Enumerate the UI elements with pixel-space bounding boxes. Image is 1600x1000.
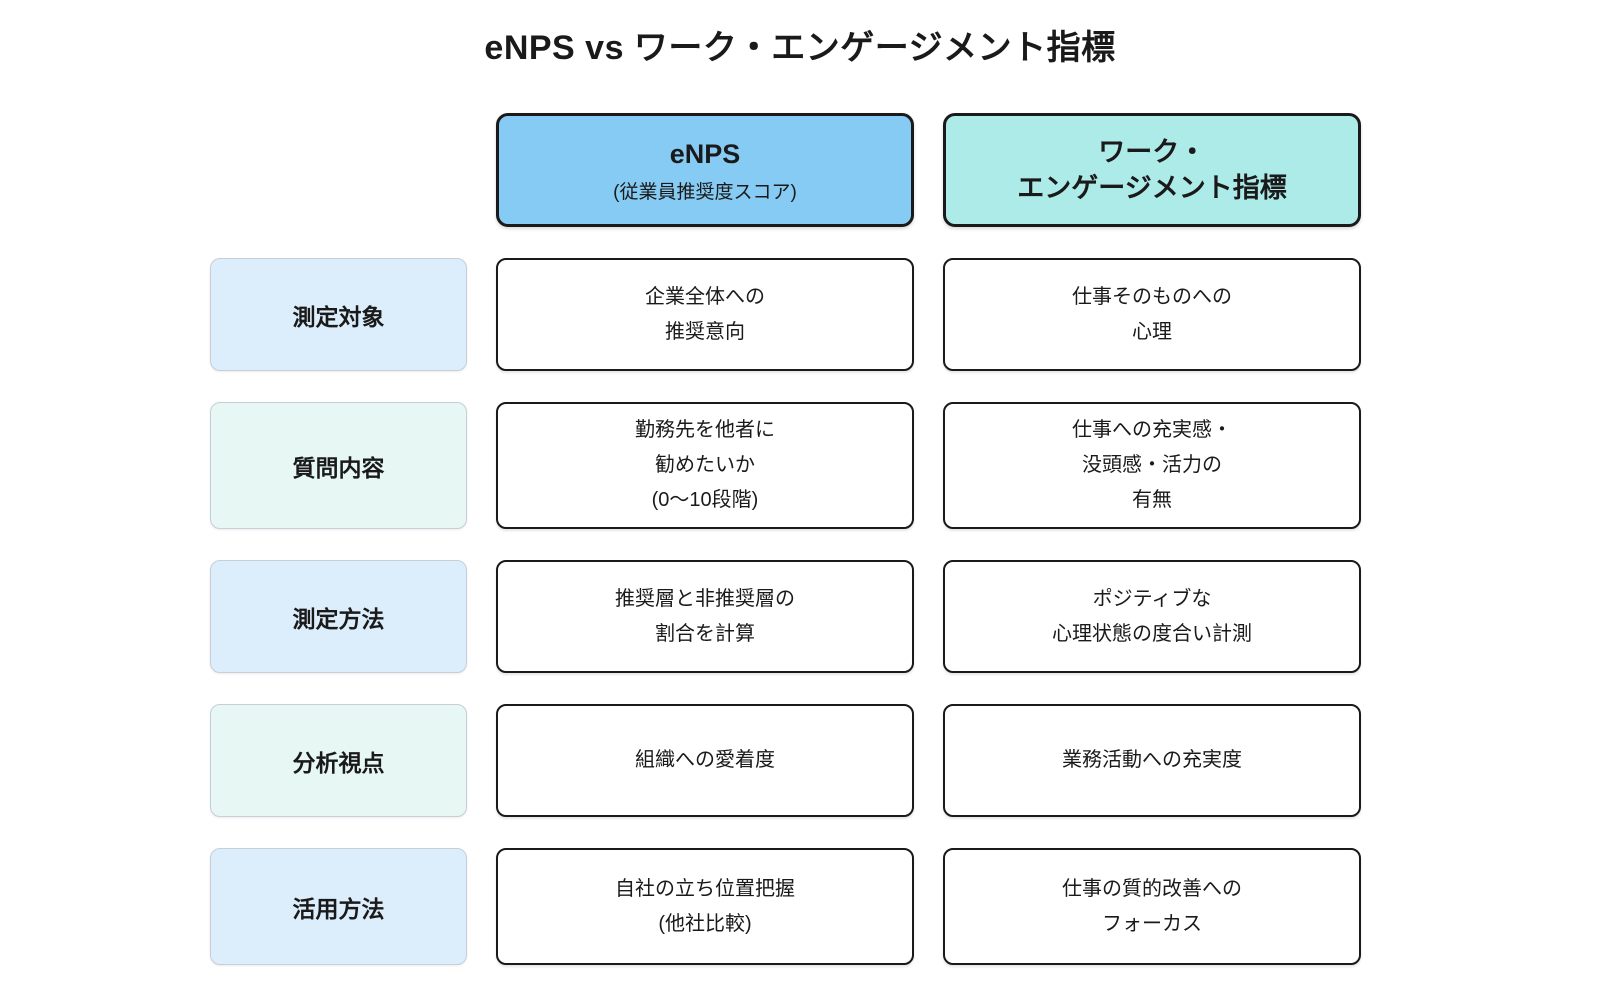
cell-measurement-target-enps: 企業全体への 推奨意向 — [496, 258, 914, 371]
row-label-utilization-method: 活用方法 — [210, 848, 467, 965]
cell-question-content-enps: 勤務先を他者に 勧めたいか (0〜10段階) — [496, 402, 914, 529]
row-label-measurement-method: 測定方法 — [210, 560, 467, 673]
row-label-question-content: 質問内容 — [210, 402, 467, 529]
column-header-enps: eNPS (従業員推奨度スコア) — [496, 113, 914, 227]
cell-measurement-method-work-engagement: ポジティブな 心理状態の度合い計測 — [943, 560, 1361, 673]
column-header-enps-title: eNPS — [669, 139, 741, 170]
row-label-measurement-target: 測定対象 — [210, 258, 467, 371]
cell-question-content-work-engagement: 仕事への充実感・ 没頭感・活力の 有無 — [943, 402, 1361, 529]
cell-measurement-target-work-engagement: 仕事そのものへの 心理 — [943, 258, 1361, 371]
column-header-work-engagement-title: ワーク・ エンゲージメント指標 — [1017, 136, 1287, 203]
cell-analysis-perspective-enps: 組織への愛着度 — [496, 704, 914, 817]
cell-measurement-method-enps: 推奨層と非推奨層の 割合を計算 — [496, 560, 914, 673]
cell-utilization-method-enps: 自社の立ち位置把握 (他社比較) — [496, 848, 914, 965]
cell-utilization-method-work-engagement: 仕事の質的改善への フォーカス — [943, 848, 1361, 965]
header-spacer — [210, 113, 467, 227]
row-label-analysis-perspective: 分析視点 — [210, 704, 467, 817]
column-header-enps-subtitle: (従業員推奨度スコア) — [613, 181, 797, 203]
comparison-table: eNPS (従業員推奨度スコア) ワーク・ エンゲージメント指標 測定対象 企業… — [210, 113, 1361, 965]
page-title: eNPS vs ワーク・エンゲージメント指標 — [484, 29, 1116, 67]
cell-analysis-perspective-work-engagement: 業務活動への充実度 — [943, 704, 1361, 817]
column-header-work-engagement: ワーク・ エンゲージメント指標 — [943, 113, 1361, 227]
